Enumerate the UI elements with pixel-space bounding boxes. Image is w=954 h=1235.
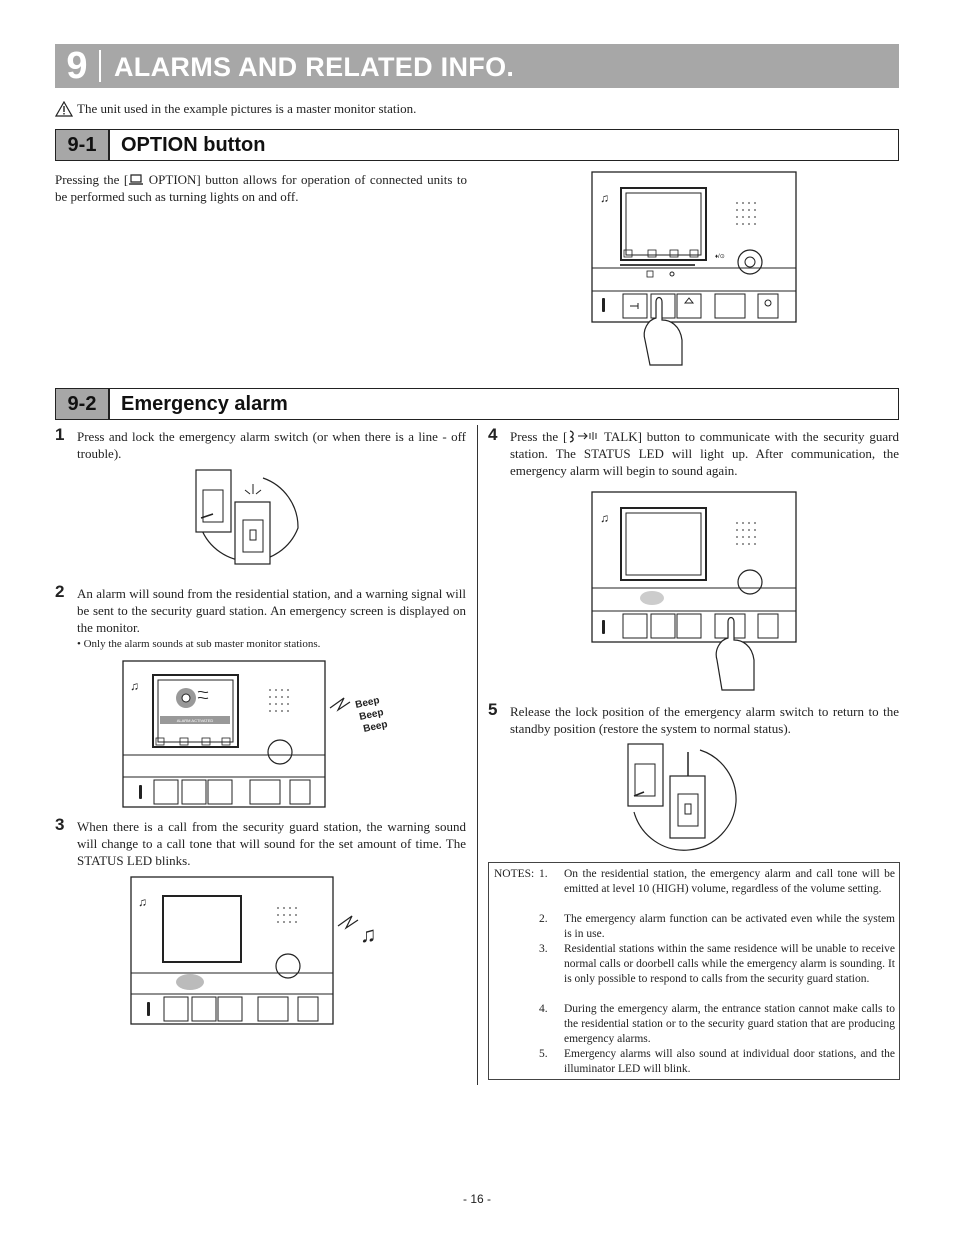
- notes-box: NOTES: 1. On the residential station, th…: [488, 862, 900, 1080]
- svg-text:♫: ♫: [600, 511, 609, 525]
- note-item: 4. During the emergency alarm, the entra…: [539, 1003, 895, 1045]
- step-4-text: Press the [ TALK] button to communicate …: [510, 429, 899, 478]
- beep-text-3: Beep: [362, 719, 388, 735]
- chapter-title: ALARMS AND RELATED INFO.: [114, 52, 515, 82]
- talk-button-icon: [569, 430, 597, 443]
- device-figure-option: ♫ ♦/⊙: [591, 171, 797, 366]
- note-item: 2. The emergency alarm function can be a…: [539, 913, 895, 940]
- svg-text:♫: ♫: [138, 895, 147, 909]
- svg-text:♫: ♫: [600, 191, 609, 205]
- section-title: OPTION button: [121, 134, 266, 156]
- step-2-number: 2: [55, 582, 65, 601]
- device-figure-talk: ♫: [591, 491, 797, 691]
- step-2-bullet: • Only the alarm sounds at sub master mo…: [77, 638, 321, 650]
- step-5-text: Release the lock position of the emergen…: [510, 704, 899, 736]
- beep-text-1: Beep: [354, 695, 380, 711]
- section-title: Emergency alarm: [121, 393, 288, 415]
- note-item: 3. Residential stations within the same …: [539, 943, 895, 985]
- beep-text-2: Beep: [358, 707, 384, 723]
- caution-note: The unit used in the example pictures is…: [55, 100, 416, 118]
- section-header-9-1: 9-1 OPTION button: [55, 129, 899, 161]
- notes-label: NOTES:: [494, 868, 535, 880]
- step-3-text: When there is a call from the security g…: [77, 819, 466, 868]
- chapter-number: 9: [66, 45, 88, 87]
- note-item: 5. Emergency alarms will also sound at i…: [539, 1048, 895, 1075]
- warning-triangle-icon: [55, 101, 73, 117]
- step-1-text: Press and lock the emergency alarm switc…: [77, 429, 466, 461]
- music-notes-icon: ♫: [360, 922, 377, 947]
- chapter-divider: [99, 50, 101, 82]
- step-1-number: 1: [55, 425, 65, 444]
- page-number: - 16 -: [462, 1192, 491, 1206]
- alarm-switch-figure-1: [195, 469, 299, 565]
- section-header-9-2: 9-2 Emergency alarm: [55, 388, 899, 420]
- alarm-screen-label: ALARM ACTIVATED: [177, 718, 214, 723]
- section-number: 9-2: [56, 389, 110, 419]
- chapter-header-bar: [55, 44, 899, 88]
- section-number: 9-1: [56, 130, 110, 160]
- step-4-number: 4: [488, 425, 498, 444]
- step-2-text: An alarm will sound from the residential…: [77, 586, 466, 635]
- caution-text: The unit used in the example pictures is…: [77, 101, 417, 116]
- column-divider: [477, 425, 478, 1085]
- step-5-number: 5: [488, 700, 498, 719]
- svg-text:♦/⊙: ♦/⊙: [715, 254, 725, 260]
- device-figure-alarm-screen: ♫ ALARM ACTIVATED Beep Beep Beep: [122, 660, 389, 808]
- step-3-number: 3: [55, 815, 65, 834]
- note-item: 1. On the residential station, the emerg…: [539, 868, 895, 895]
- svg-text:♫: ♫: [130, 679, 139, 693]
- alarm-switch-figure-2: [627, 743, 737, 851]
- device-figure-call-tone: ♫ ♫: [130, 876, 377, 1025]
- option-button-icon: [129, 174, 144, 185]
- section1-text: Pressing the [ OPTION] button allows for…: [55, 172, 468, 204]
